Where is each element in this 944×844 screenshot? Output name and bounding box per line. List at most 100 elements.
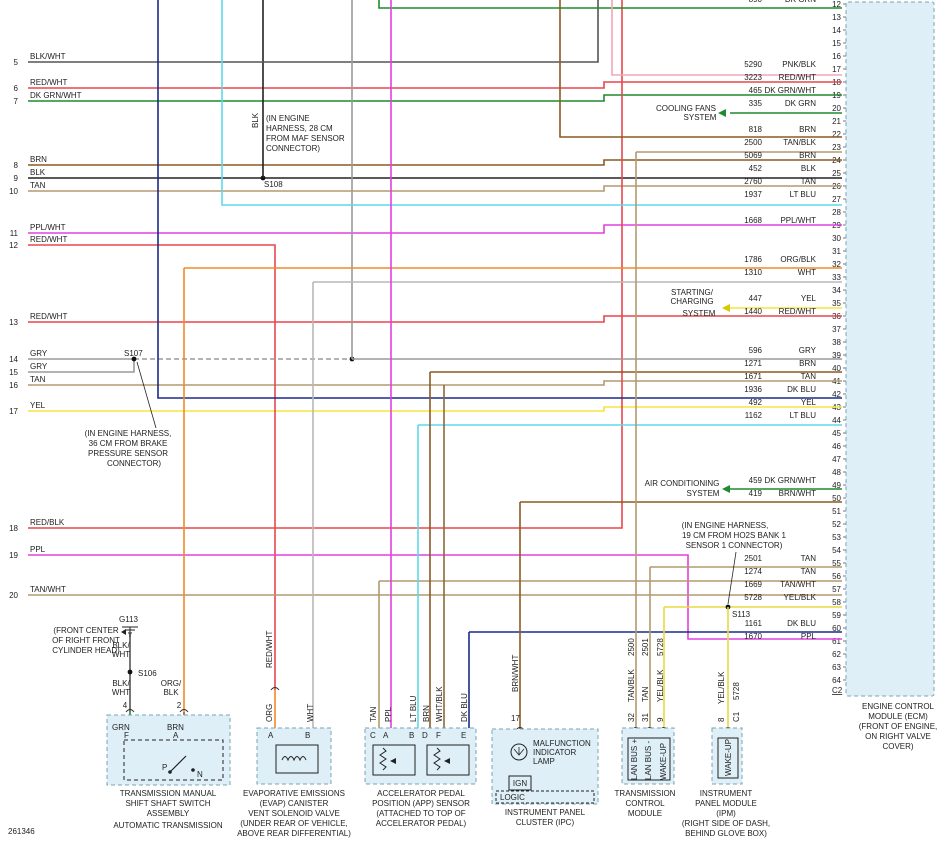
inner-label: WAKE-UP bbox=[659, 743, 668, 780]
inner-label: WAKE-UP bbox=[724, 739, 733, 776]
leader-line bbox=[727, 551, 737, 605]
component-caption: (IPM) bbox=[716, 809, 736, 818]
ecm-pin-number: 28 bbox=[832, 208, 841, 217]
ecm-caption-line: (FRONT OF ENGINE, bbox=[859, 722, 938, 731]
ho2s-note: (IN ENGINE HARNESS, bbox=[682, 521, 769, 530]
component-caption: AUTOMATIC TRANSMISSION bbox=[113, 821, 223, 830]
component-caption: PANEL MODULE bbox=[695, 799, 757, 808]
circuit-wire bbox=[28, 159, 842, 166]
wire-label: WHT bbox=[112, 688, 130, 697]
solenoid-box bbox=[275, 744, 319, 774]
circuit-wire bbox=[28, 81, 842, 89]
leader-line bbox=[136, 361, 157, 429]
wire-label: TAN bbox=[641, 686, 650, 702]
pin-label: C bbox=[370, 731, 376, 740]
ecm-pin-number: 42 bbox=[832, 390, 841, 399]
s108-label: S108 bbox=[264, 180, 283, 189]
maf-note: FROM MAF SENSOR bbox=[266, 134, 345, 143]
wire-color-code: TAN bbox=[801, 372, 817, 381]
ground-icon bbox=[122, 626, 138, 637]
component-box bbox=[621, 727, 675, 785]
wire-label: BRN/WHT bbox=[511, 655, 520, 692]
starting-label: CHARGING bbox=[670, 297, 713, 306]
arrow-left-icon bbox=[718, 109, 726, 117]
air-conditioning-system: AIR CONDITIONING SYSTEM bbox=[645, 479, 730, 498]
left-wire-number: 8 bbox=[14, 161, 19, 170]
ign-box bbox=[508, 775, 532, 791]
ac-label: AIR CONDITIONING bbox=[645, 479, 720, 488]
component-caption: POSITION (APP) SENSOR bbox=[372, 799, 470, 808]
left-wire-label: GRY bbox=[30, 349, 48, 358]
ecm-pin-number: 30 bbox=[832, 234, 841, 243]
left-wire-number: 13 bbox=[9, 318, 18, 327]
ecm-pin-number: 44 bbox=[832, 416, 841, 425]
maf-note: CONNECTOR) bbox=[266, 144, 320, 153]
left-wire-number: 5 bbox=[14, 58, 19, 67]
s107-splice-note: S107 (IN ENGINE HARNESS, 36 CM FROM BRAK… bbox=[85, 349, 172, 468]
wire-label: BLK bbox=[163, 688, 179, 697]
wire-label: WHT bbox=[306, 704, 315, 722]
lamp-label: INDICATOR bbox=[533, 748, 576, 757]
ecm-pin-number: 34 bbox=[832, 286, 841, 295]
resistor-icon bbox=[379, 747, 387, 771]
ecm-pin-number: 64 bbox=[832, 676, 841, 685]
circuit-number: 5290 bbox=[744, 60, 762, 69]
component-caption: ACCELERATOR PEDAL) bbox=[376, 819, 467, 828]
wire-color-code: DK GRN bbox=[785, 99, 816, 108]
wire-layer: 12TANK PRES SIG1314151617IGN 1 VOLT18HO2… bbox=[9, 0, 925, 741]
inner-label: F bbox=[124, 731, 129, 740]
s106-splice bbox=[127, 669, 133, 675]
component-caption: TRANSMISSION bbox=[615, 789, 676, 798]
app-sensor-inner bbox=[372, 744, 416, 776]
left-wire-number: 9 bbox=[14, 174, 19, 183]
ecm-pin-number: 54 bbox=[832, 546, 841, 555]
wire-label: ORG bbox=[265, 704, 274, 722]
ecm-pin-number: 57 bbox=[832, 585, 841, 594]
lamp-label: MALFUNCTION bbox=[533, 739, 591, 748]
wire-label: TAN/BLK bbox=[627, 669, 636, 702]
circuit-number: 1670 bbox=[744, 632, 762, 641]
left-wire-label: TAN/WHT bbox=[30, 585, 66, 594]
ecm-pin-number: 49 bbox=[832, 481, 841, 490]
wire-color-code: YEL/BLK bbox=[784, 593, 817, 602]
ecm-pin-number: 14 bbox=[832, 26, 841, 35]
wire-color-code: DK BLU bbox=[787, 619, 816, 628]
left-wire-label: DK GRN/WHT bbox=[30, 91, 82, 100]
s106-label: S106 bbox=[138, 669, 157, 678]
component-caption: VENT SOLENOID VALVE bbox=[248, 809, 340, 818]
wire-color-code: GRY bbox=[799, 346, 817, 355]
circuit-number: 419 bbox=[749, 489, 763, 498]
wire-label: WHT bbox=[112, 650, 130, 659]
circuit-wire bbox=[28, 554, 842, 640]
wire-color-code: YEL bbox=[801, 398, 817, 407]
brake-note: PRESSURE SENSOR bbox=[88, 449, 168, 458]
circuit-number: 1310 bbox=[744, 268, 762, 277]
lamp-icon bbox=[510, 743, 528, 761]
left-wire-number: 20 bbox=[9, 591, 18, 600]
pin-label: B bbox=[305, 731, 310, 740]
wire-label: BLK/ bbox=[112, 679, 130, 688]
wire-color-code: WHT bbox=[798, 268, 816, 277]
cooling-fans-system: COOLING FANS SYSTEM bbox=[656, 104, 726, 122]
tcm-inner bbox=[627, 737, 671, 781]
wire-color-code: BRN bbox=[799, 125, 816, 134]
ac-label: SYSTEM bbox=[687, 489, 720, 498]
wire-label: LT BLU bbox=[409, 695, 418, 722]
circuit-wire bbox=[28, 406, 842, 412]
s107-label: S107 bbox=[124, 349, 143, 358]
component-caption: (ATTACHED TO TOP OF bbox=[376, 809, 465, 818]
left-wire-label: RED/WHT bbox=[30, 235, 67, 244]
inner-label: LAN BUS + bbox=[630, 739, 639, 780]
wire-color-code: YEL bbox=[801, 294, 817, 303]
circuit-number: 890 bbox=[749, 0, 763, 4]
lamp-label: LAMP bbox=[533, 757, 555, 766]
ecm-caption-line: ON RIGHT VALVE bbox=[865, 732, 931, 741]
circuit-number: 1274 bbox=[744, 567, 762, 576]
ecm-pin-number: 59 bbox=[832, 611, 841, 620]
pin-label: 9 bbox=[656, 717, 665, 722]
g113-ground-note: G113 (FRONT CENTER OF RIGHT FRONT CYLIND… bbox=[52, 615, 157, 678]
wire-color-code: LT BLU bbox=[790, 411, 817, 420]
arrow-left-icon bbox=[722, 485, 730, 493]
component-caption: (EVAP) CANISTER bbox=[260, 799, 329, 808]
circuit-number: 452 bbox=[749, 164, 763, 173]
